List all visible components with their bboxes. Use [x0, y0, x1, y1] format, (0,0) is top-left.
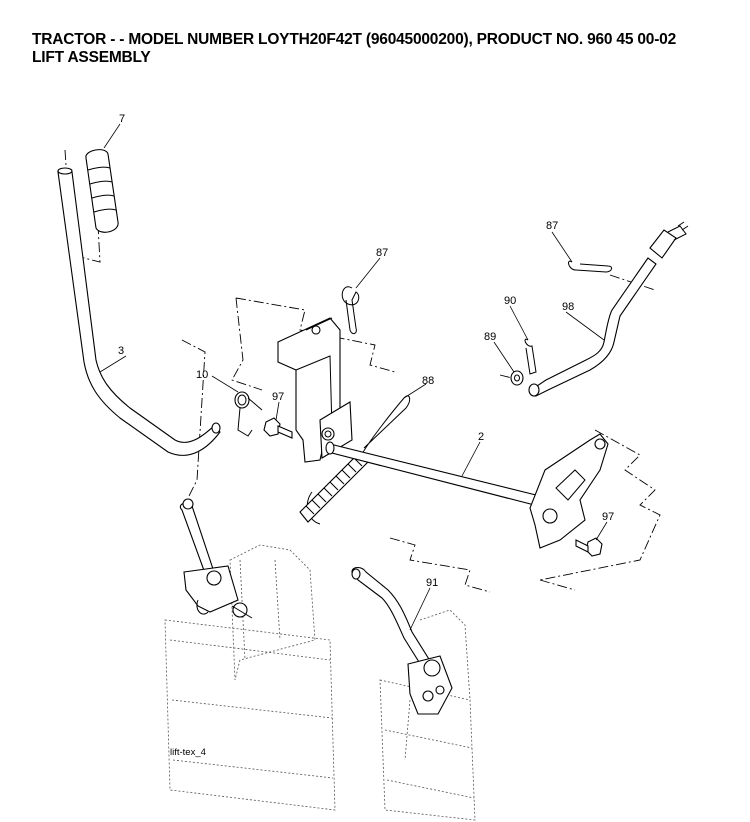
- diagram-subtitle: LIFT ASSEMBLY: [32, 49, 151, 66]
- grip-part-7: [85, 149, 119, 233]
- torsion-spring-part-10: [234, 391, 263, 437]
- ghost-frame-right: [379, 609, 476, 821]
- leader-lines: [99, 123, 608, 631]
- lift-shaft-part-2: [325, 441, 549, 509]
- cotter-pin-part-90: [524, 338, 537, 375]
- callout-87-center: 87: [376, 247, 388, 259]
- pivot-bracket: [277, 317, 353, 463]
- bolt-part-97-right: [575, 537, 603, 557]
- callout-3: 3: [118, 345, 124, 357]
- callout-89: 89: [484, 331, 496, 343]
- ghost-frame-left: [164, 544, 336, 811]
- bolt-part-97-left: [263, 417, 293, 439]
- callout-98: 98: [562, 301, 574, 313]
- callout-91: 91: [426, 577, 438, 589]
- callout-97-left: 97: [272, 391, 284, 403]
- callout-7: 7: [119, 113, 125, 125]
- washer-part-89: [510, 370, 524, 386]
- drawing-reference-caption: lift-tex_4: [170, 747, 206, 758]
- callout-10: 10: [196, 369, 208, 381]
- callout-90: 90: [504, 295, 516, 307]
- lift-lever-part-3: [57, 167, 221, 456]
- diagram-title: TRACTOR - - MODEL NUMBER LOYTH20F42T (96…: [32, 31, 677, 48]
- hair-pin-clip-part-87-right: [568, 260, 613, 273]
- lift-link-left: [179, 498, 253, 619]
- lift-link-part-91: [351, 566, 453, 715]
- callout-97-right: 97: [602, 511, 614, 523]
- link-rod-part-98: [528, 221, 689, 397]
- callout-87-right: 87: [546, 220, 558, 232]
- lift-arm-right: [529, 433, 609, 549]
- callout-2: 2: [478, 431, 484, 443]
- hair-pin-clip-part-87-center: [341, 286, 360, 335]
- callout-88: 88: [422, 375, 434, 387]
